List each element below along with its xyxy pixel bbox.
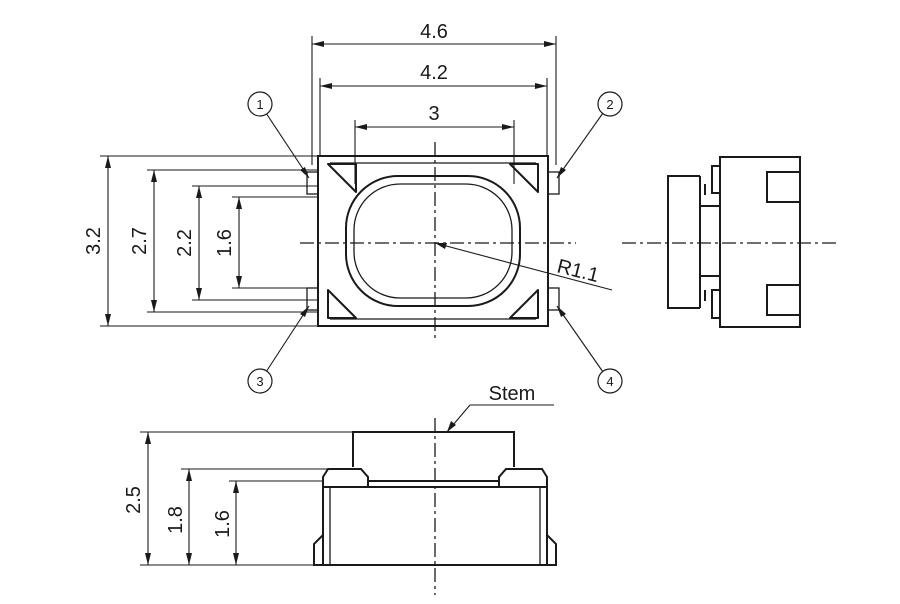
pin-2-label: 2 — [606, 97, 613, 112]
pin-3-label: 3 — [256, 374, 263, 389]
cap-height-label: 1.8 — [165, 506, 187, 534]
front-view-leg-right — [546, 534, 557, 566]
front-view-leg-left — [313, 534, 324, 566]
terminal-2 — [547, 171, 560, 195]
arrow-18-top — [186, 469, 192, 481]
arrow-16-top — [236, 197, 242, 209]
right-view-body — [719, 156, 801, 328]
front-view-cap — [322, 468, 548, 487]
arrow-46-left — [312, 41, 324, 47]
corner-tab-br — [509, 289, 539, 319]
height-outer-label: 3.2 — [83, 227, 105, 255]
arrow-42-left — [320, 83, 332, 89]
right-view-terminal-bottom — [766, 284, 801, 316]
pin-3-marker — [247, 368, 273, 394]
top-view-plate-edges — [330, 162, 536, 320]
arrow-16b-bottom — [233, 553, 239, 565]
left-dimensions: 3.2 2.7 2.2 1.6 — [83, 155, 318, 327]
arrow-46-right — [544, 41, 556, 47]
front-view-stem — [352, 431, 515, 467]
pin-3-leader — [265, 305, 310, 373]
top-dimensions: 4.6 4.2 3 — [311, 21, 557, 184]
arrow-42-right — [535, 83, 547, 89]
arrow-25-bottom — [145, 553, 151, 565]
pin-2-arrowhead — [557, 167, 566, 178]
pin-1-arrowhead — [300, 167, 309, 178]
arrow-22-bottom — [196, 288, 202, 300]
top-view: R1.1 — [300, 142, 613, 342]
arrow-16-bottom — [236, 276, 242, 288]
terminal-1 — [306, 171, 319, 195]
terminal-4 — [547, 287, 560, 311]
radius-leader — [434, 242, 613, 291]
pin-4-marker — [597, 368, 623, 394]
pin-callouts: 1 2 3 4 — [247, 91, 623, 394]
right-view-steps — [699, 165, 720, 319]
height-inner-label: 1.6 — [214, 229, 236, 257]
right-side-view — [622, 156, 836, 328]
width-inner-label: 4.2 — [420, 62, 448, 84]
arrow-32-top — [105, 156, 111, 168]
right-view-stem — [667, 175, 701, 309]
height-pins-label: 2.2 — [174, 229, 196, 257]
arrow-25-top — [145, 432, 151, 444]
arrow-18-bottom — [186, 553, 192, 565]
pin-4-label: 4 — [606, 374, 613, 389]
width-outer-label: 4.6 — [420, 21, 448, 43]
body-height-label: 1.6 — [212, 510, 234, 538]
stem-width-label: 3 — [428, 103, 439, 125]
corner-tab-tl — [327, 163, 357, 193]
arrow-27-bottom — [151, 300, 157, 312]
stem-label: Stem — [489, 383, 536, 405]
pin-4-leader — [556, 305, 604, 373]
front-view: Stem — [313, 383, 557, 595]
radius-arrowhead — [435, 243, 447, 249]
stem-outline-inner — [353, 183, 513, 299]
stem-leader-arrowhead — [447, 421, 456, 432]
stem-radius-label: R1.1 — [555, 256, 601, 288]
pin-2-leader — [556, 112, 604, 179]
pin-1-marker — [247, 91, 273, 117]
height-body-label: 2.7 — [129, 227, 151, 255]
corner-tab-tr — [509, 163, 539, 193]
pin-1-leader — [265, 112, 310, 179]
front-dimensions: 2.5 1.8 1.6 — [123, 431, 353, 566]
arrow-3-right — [502, 124, 514, 130]
arrow-22-top — [196, 186, 202, 198]
right-view-terminal-top — [766, 171, 801, 203]
pin-3-arrowhead — [300, 306, 309, 317]
corner-tab-bl — [327, 289, 357, 319]
total-height-label: 2.5 — [123, 486, 145, 514]
arrow-27-top — [151, 170, 157, 182]
pin-4-arrowhead — [557, 306, 566, 317]
arrow-16b-top — [233, 481, 239, 493]
pin-1-label: 1 — [256, 97, 263, 112]
pin-2-marker — [597, 91, 623, 117]
stem-outline-outer — [345, 175, 521, 307]
top-view-body-outline — [317, 155, 549, 327]
arrow-32-bottom — [105, 314, 111, 326]
arrow-3-left — [355, 124, 367, 130]
